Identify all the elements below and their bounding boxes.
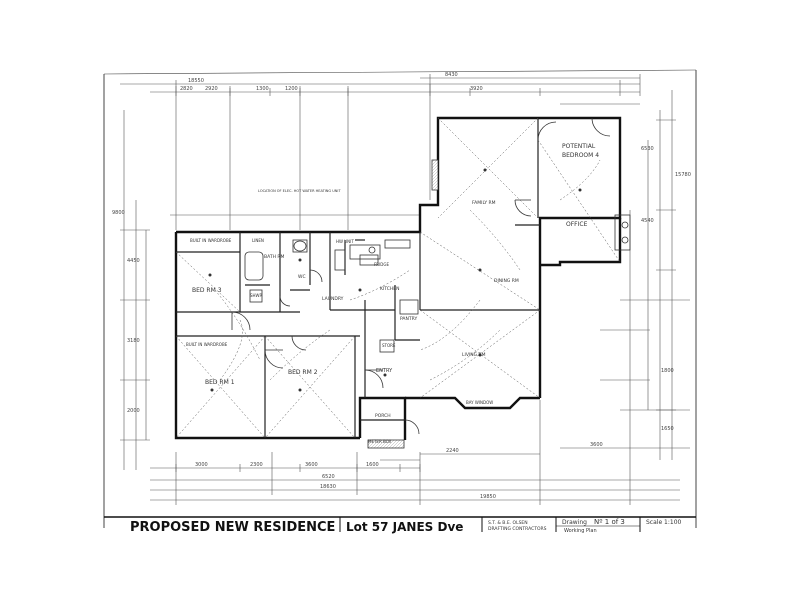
door-swings — [231, 117, 611, 435]
label-living: LIVING RM — [462, 352, 486, 358]
label-bay-window: BAY WINDOW — [466, 400, 493, 405]
dim-right-seg-3: 1800 — [661, 368, 674, 374]
label-robe-bed1: BUILT IN WARDROBE — [186, 342, 228, 347]
label-family: FAMILY RM — [472, 200, 496, 206]
electrical-layout — [175, 117, 621, 439]
drawing-label: Drawing — [562, 519, 587, 526]
firm-line2: DRAFTING CONTRACTORS — [488, 526, 547, 532]
label-shower: SHWR — [250, 293, 263, 298]
label-porch: PORCH — [375, 413, 391, 419]
dim-bottom-seg-1: 3000 — [195, 462, 208, 468]
label-hw-unit: HW UNIT — [336, 239, 354, 244]
label-linen: LINEN — [252, 238, 264, 243]
dim-right-seg-1: 6530 — [641, 146, 654, 152]
label-store: STORE — [382, 343, 396, 348]
dim-top-right: 8430 — [445, 72, 458, 78]
label-entry: ENTRY — [376, 368, 393, 374]
dim-bottom-mid: 18630 — [320, 484, 336, 490]
title-text: PROPOSED NEW RESIDENCE — [130, 520, 335, 535]
interior-walls — [176, 118, 540, 438]
dimension-labels: 18550 8430 2820 2920 1300 1200 3920 1985… — [112, 72, 691, 500]
firm-line1: S.T. & B.E. OLSEN — [488, 520, 528, 526]
dim-bottom-overall: 19850 — [480, 494, 496, 500]
dim-bottom-seg-5: 2240 — [446, 448, 459, 454]
label-wc: WC — [298, 274, 306, 280]
label-robe-bed3: BUILT IN WARDROBE — [190, 238, 232, 243]
dimension-ticks — [120, 74, 676, 472]
exterior-walls — [174, 116, 622, 440]
dim-right-overall: 15780 — [675, 172, 691, 178]
label-meter-box: METER BOX — [368, 439, 392, 444]
light-points — [208, 168, 582, 392]
dim-top-seg-5: 3920 — [470, 86, 483, 92]
dim-bottom-sub: 6520 — [322, 474, 335, 480]
dim-bottom-seg-2: 2300 — [250, 462, 263, 468]
dim-right-seg-2: 4540 — [641, 218, 654, 224]
room-labels: BED RM 3 BED RM 1 BED RM 2 POTENTIAL BED… — [186, 143, 599, 444]
fixtures — [244, 159, 631, 449]
drawing-number: Nº 1 of 3 — [594, 518, 625, 526]
label-pantry: PANTRY — [400, 316, 417, 322]
title-block: PROPOSED NEW RESIDENCE Lot 57 JANES Dve … — [104, 516, 696, 535]
dim-right-seg-4: 1650 — [661, 426, 674, 432]
label-dining: DINING RM — [494, 278, 519, 284]
label-fridge: FRIDGE — [374, 262, 389, 267]
dimension-lines — [120, 77, 690, 505]
dim-top-seg-4: 1200 — [285, 86, 298, 92]
dim-left-seg-1: 4450 — [127, 258, 140, 264]
label-bed2: BED RM 2 — [288, 369, 318, 376]
dim-left-seg-2: 3180 — [127, 338, 140, 344]
dim-left-overall: 9800 — [112, 210, 125, 216]
lot-text: Lot 57 JANES Dve — [346, 520, 463, 534]
scale-text: Scale 1:100 — [646, 519, 682, 526]
label-laundry: LAUNDRY — [322, 296, 344, 302]
dim-bottom-seg-3: 3600 — [305, 462, 318, 468]
dim-top-seg-1: 2820 — [180, 86, 193, 92]
sheet-name: Working Plan — [564, 528, 597, 534]
dim-top-seg-2: 2920 — [205, 86, 218, 92]
dim-bottom-right: 3600 — [590, 442, 603, 448]
label-bed4-line2: BEDROOM 4 — [562, 152, 599, 159]
label-office: OFFICE — [566, 221, 588, 228]
sheet-border — [103, 69, 697, 528]
dim-top-seg-3: 1300 — [256, 86, 269, 92]
dim-bottom-seg-4: 1600 — [366, 462, 379, 468]
dim-top-overall: 18550 — [188, 78, 204, 84]
label-bed3: BED RM 3 — [192, 287, 222, 294]
label-hwu-location: LOCATION OF ELEC. HOT WATER HEATING UNIT — [258, 189, 341, 193]
label-kitchen: KITCHEN — [380, 286, 400, 292]
dim-left-seg-3: 2000 — [127, 408, 140, 414]
label-bath: BATH RM — [264, 254, 285, 260]
label-bed1: BED RM 1 — [205, 379, 235, 386]
label-bed4-line1: POTENTIAL — [562, 143, 596, 150]
